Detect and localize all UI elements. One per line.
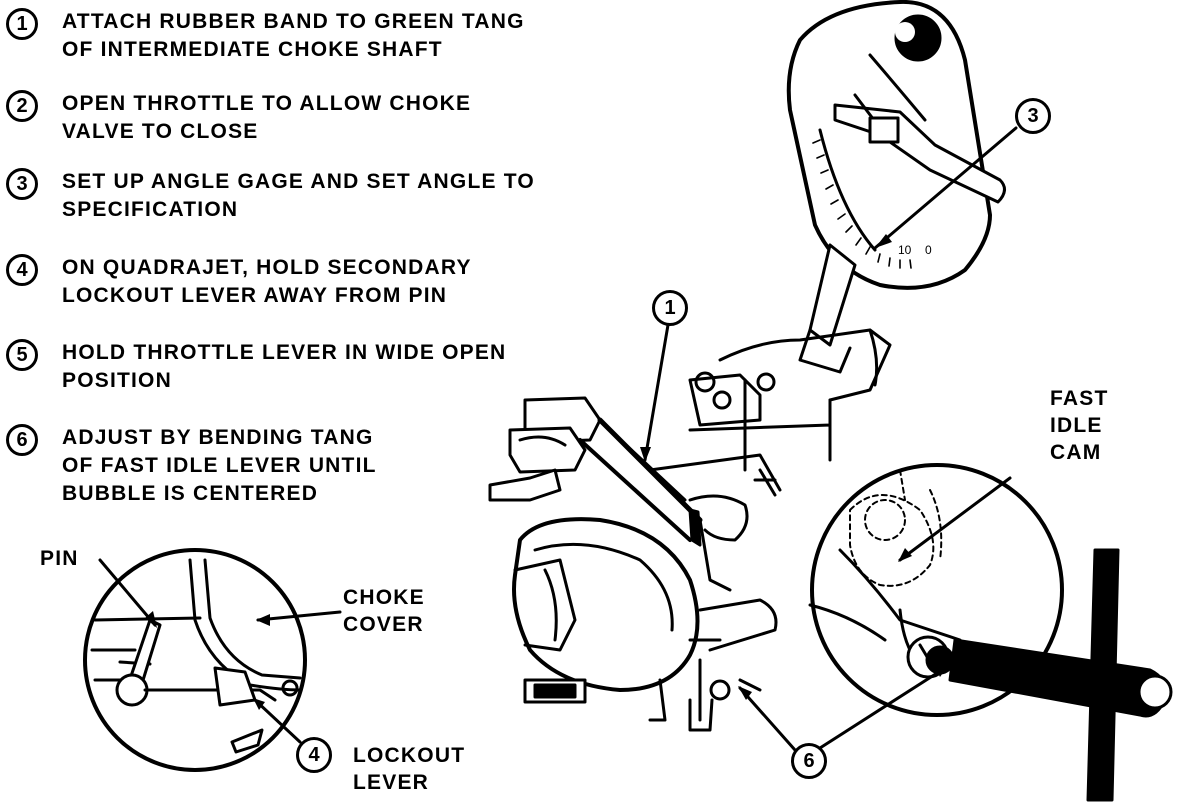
step-4: 4 ON QUADRAJET, HOLD SECONDARY LOCKOUT L… — [6, 254, 472, 310]
carburetor-body — [488, 328, 892, 732]
callout-4: 4 — [296, 737, 332, 773]
callout-1: 1 — [652, 290, 688, 326]
step-3-text: SET UP ANGLE GAGE AND SET ANGLE TO SPECI… — [62, 170, 535, 221]
leader-1 — [643, 323, 670, 462]
leader-pin — [98, 558, 157, 627]
step-4-text: ON QUADRAJET, HOLD SECONDARY LOCKOUT LEV… — [62, 256, 472, 307]
step-1-number: 1 — [6, 8, 38, 40]
step-5: 5 HOLD THROTTLE LEVER IN WIDE OPEN POSIT… — [6, 339, 506, 395]
callout-3: 3 — [1015, 98, 1051, 134]
callout-6: 6 — [791, 743, 827, 779]
leader-fast-idle-cam — [898, 476, 1012, 562]
angle-gage: 10 0 — [786, 0, 1006, 374]
step-4-number: 4 — [6, 254, 38, 286]
step-6: 6 ADJUST BY BENDING TANG OF FAST IDLE LE… — [6, 424, 377, 508]
svg-text:10: 10 — [898, 243, 912, 257]
leader-choke-cover — [256, 610, 342, 622]
leader-6b — [818, 666, 947, 750]
step-5-text: HOLD THROTTLE LEVER IN WIDE OPEN POSITIO… — [62, 341, 507, 392]
step-6-text: ADJUST BY BENDING TANG OF FAST IDLE LEVE… — [62, 426, 377, 505]
leader-lockout — [253, 698, 302, 744]
step-3: 3 SET UP ANGLE GAGE AND SET ANGLE TO SPE… — [6, 168, 535, 224]
step-3-number: 3 — [6, 168, 38, 200]
step-2-number: 2 — [6, 90, 38, 122]
step-6-number: 6 — [6, 424, 38, 456]
step-2-text: OPEN THROTTLE TO ALLOW CHOKE VALVE TO CL… — [62, 92, 472, 143]
svg-text:0: 0 — [925, 243, 932, 257]
label-lockout-lever: LOCKOUT LEVER — [353, 744, 466, 794]
leader-3 — [873, 126, 1018, 250]
step-2: 2 OPEN THROTTLE TO ALLOW CHOKE VALVE TO … — [6, 90, 471, 146]
step-5-number: 5 — [6, 339, 38, 371]
step-1-text: ATTACH RUBBER BAND TO GREEN TANG OF INTE… — [62, 10, 525, 61]
leader-6a — [738, 686, 797, 752]
step-1: 1 ATTACH RUBBER BAND TO GREEN TANG OF IN… — [6, 8, 525, 64]
label-pin: PIN — [40, 547, 79, 570]
label-fast-idle-cam: FAST IDLE CAM — [1050, 387, 1109, 464]
label-choke-cover: CHOKE COVER — [343, 586, 425, 636]
fast-idle-inset — [808, 463, 1173, 802]
